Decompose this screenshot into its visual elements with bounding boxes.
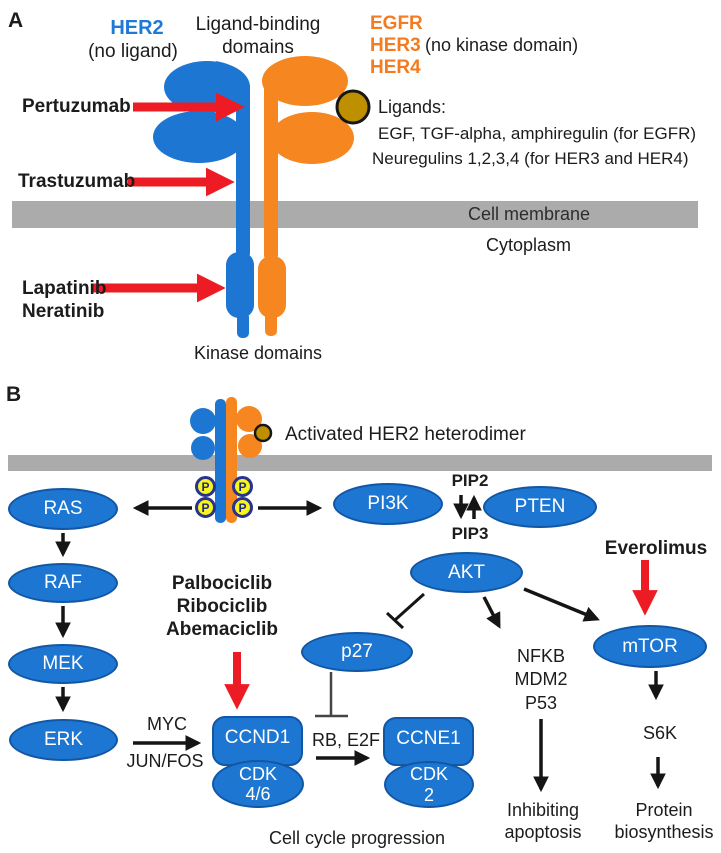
panel-a-label: A bbox=[8, 9, 24, 32]
heterodimer-label: Activated HER2 heterodimer bbox=[285, 424, 526, 445]
panel-b-label: B bbox=[6, 383, 22, 406]
rb-e2f-label: RB, E2F bbox=[311, 730, 381, 750]
protein-biosynthesis-label: Protein biosynthesis bbox=[614, 800, 714, 842]
pertuzumab-label: Pertuzumab bbox=[22, 96, 131, 117]
her4-label: HER4 bbox=[370, 57, 421, 78]
phospho-circle: P bbox=[195, 476, 216, 497]
phospho-letter: P bbox=[238, 479, 247, 494]
pip3-label: PIP3 bbox=[451, 524, 489, 543]
inhibiting-apoptosis-label: Inhibiting apoptosis bbox=[504, 800, 582, 842]
phospho-circle: P bbox=[232, 497, 253, 518]
node-cdk2: CDK 2 bbox=[384, 761, 474, 808]
her2-title: HER2 bbox=[110, 17, 164, 39]
phospho-circle: P bbox=[232, 476, 253, 497]
cdk-inhibitor-drugs-label: Palbociclib Ribociclib Abemaciclib bbox=[166, 573, 278, 641]
phospho-letter: P bbox=[201, 500, 210, 515]
ligands-line2: Neuregulins 1,2,3,4 (for HER3 and HER4) bbox=[372, 149, 689, 168]
node-akt: AKT bbox=[410, 552, 523, 593]
node-mek: MEK bbox=[8, 644, 118, 684]
cell-membrane-band-a bbox=[12, 201, 698, 228]
egfr-label: EGFR bbox=[370, 13, 423, 34]
mini-ligand-circle bbox=[253, 423, 273, 443]
drug-arrows-a bbox=[92, 92, 245, 303]
her2-subtitle: (no ligand) bbox=[88, 41, 178, 62]
trastuzumab-label: Trastuzumab bbox=[18, 171, 136, 192]
jun-fos-label: JUN/FOS bbox=[126, 751, 204, 771]
node-pten: PTEN bbox=[483, 486, 597, 528]
lapatinib-label: Lapatinib bbox=[22, 278, 107, 299]
phospho-letter: P bbox=[201, 479, 210, 494]
her3-label: HER3 bbox=[370, 35, 421, 56]
node-erk: ERK bbox=[9, 719, 118, 761]
myc-label: MYC bbox=[147, 714, 187, 734]
pip2-label: PIP2 bbox=[451, 471, 489, 490]
node-pi3k: PI3K bbox=[333, 483, 443, 525]
phospho-circle: P bbox=[195, 497, 216, 518]
cytoplasm-label: Cytoplasm bbox=[486, 235, 572, 255]
ligand-circle bbox=[335, 89, 371, 125]
phospho-letter: P bbox=[238, 500, 247, 515]
everolimus-label: Everolimus bbox=[604, 538, 708, 559]
ligands-title: Ligands: bbox=[378, 97, 447, 117]
node-mtor: mTOR bbox=[593, 625, 707, 668]
node-ccne1: CCNE1 bbox=[383, 717, 474, 766]
her3-note: (no kinase domain) bbox=[425, 35, 579, 55]
her2-receptor-shape bbox=[153, 61, 254, 338]
nfkb-mdm2-p53-label: NFKB MDM2 P53 bbox=[514, 646, 568, 713]
s6k-label: S6K bbox=[642, 723, 678, 743]
cell-membrane-label: Cell membrane bbox=[468, 204, 591, 224]
node-raf: RAF bbox=[8, 563, 118, 603]
node-ras: RAS bbox=[8, 488, 118, 530]
cell-membrane-band-b bbox=[8, 455, 712, 471]
node-ccnd1: CCND1 bbox=[212, 716, 303, 766]
neratinib-label: Neratinib bbox=[22, 301, 105, 322]
egfr-receptor-shape bbox=[258, 56, 354, 336]
ligand-binding-domains-label: Ligand-binding domains bbox=[195, 14, 321, 59]
kinase-domains-label: Kinase domains bbox=[193, 343, 323, 363]
cell-cycle-progression-label: Cell cycle progression bbox=[268, 828, 446, 848]
ligands-line1: EGF, TGF-alpha, amphiregulin (for EGFR) bbox=[378, 124, 697, 143]
node-cdk4-6: CDK 4/6 bbox=[212, 760, 304, 808]
node-p27: p27 bbox=[301, 632, 413, 672]
